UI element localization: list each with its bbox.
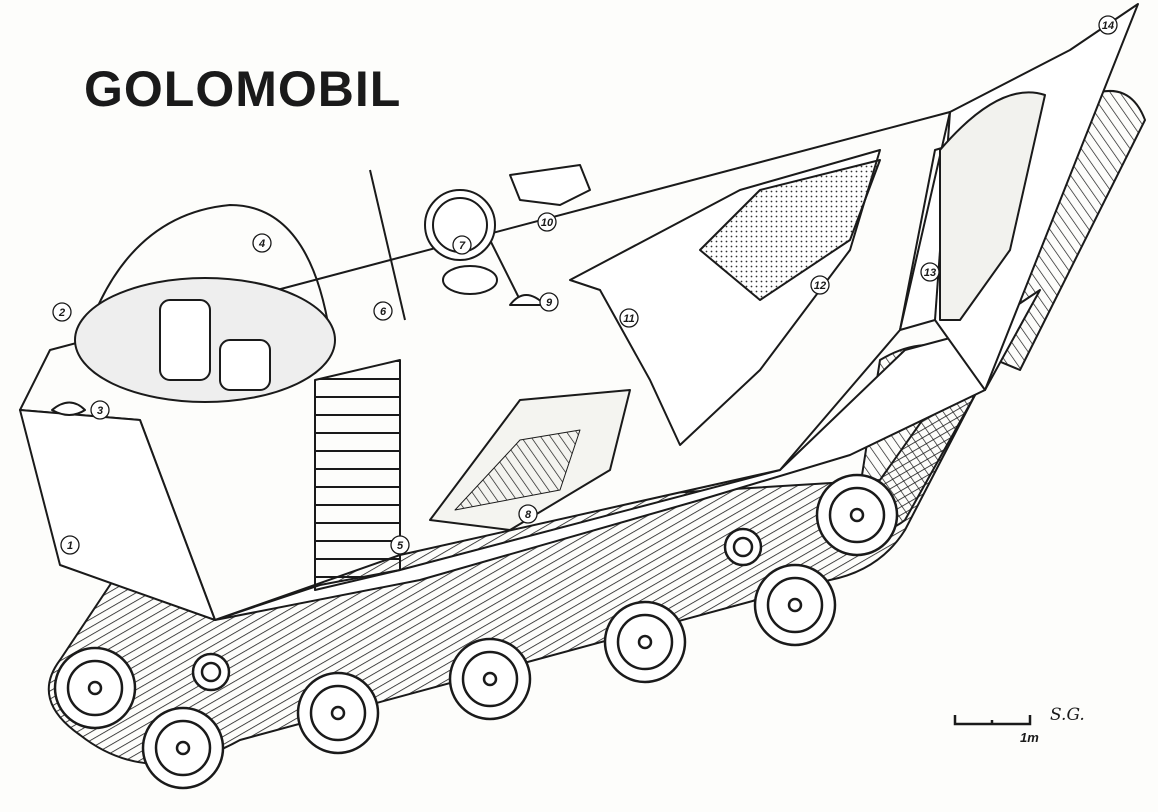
callout-7: 7 bbox=[452, 235, 472, 255]
callout-5: 5 bbox=[390, 535, 410, 555]
svg-text:5: 5 bbox=[397, 540, 404, 552]
callout-6: 6 bbox=[373, 301, 393, 321]
staircase bbox=[314, 359, 401, 591]
callout-1: 1 bbox=[60, 535, 80, 555]
road-wheels bbox=[53, 473, 899, 790]
callout-9: 9 bbox=[539, 292, 559, 312]
road-wheel bbox=[753, 563, 837, 647]
svg-text:6: 6 bbox=[380, 306, 387, 318]
svg-text:4: 4 bbox=[258, 238, 265, 250]
road-wheel bbox=[53, 646, 137, 730]
road-wheel bbox=[296, 671, 380, 755]
svg-text:3: 3 bbox=[97, 405, 103, 417]
signature: S.G. bbox=[1050, 705, 1085, 725]
road-wheel bbox=[141, 706, 225, 790]
callout-10: 10 bbox=[537, 212, 557, 232]
return-roller bbox=[191, 652, 231, 692]
callout-3: 3 bbox=[90, 400, 110, 420]
callout-12: 12 bbox=[810, 275, 830, 295]
svg-text:7: 7 bbox=[459, 240, 466, 252]
svg-text:9: 9 bbox=[546, 297, 553, 309]
road-wheel bbox=[815, 473, 899, 557]
diagram-title: GOLOMOBIL bbox=[84, 61, 402, 117]
svg-text:1: 1 bbox=[67, 540, 73, 552]
svg-text:8: 8 bbox=[525, 509, 532, 521]
callout-14: 14 bbox=[1098, 15, 1118, 35]
scale-bar: 1m S.G. bbox=[953, 705, 1085, 745]
scale-label: 1m bbox=[1020, 730, 1039, 745]
rear-cutaway bbox=[939, 91, 1046, 321]
callout-13: 13 bbox=[920, 262, 940, 282]
svg-text:11: 11 bbox=[623, 313, 634, 325]
return-roller bbox=[723, 527, 763, 567]
svg-text:12: 12 bbox=[814, 280, 826, 292]
callout-8: 8 bbox=[518, 504, 538, 524]
callout-2: 2 bbox=[52, 302, 72, 322]
road-wheel bbox=[603, 600, 687, 684]
road-wheel bbox=[448, 637, 532, 721]
callout-4: 4 bbox=[252, 233, 272, 253]
svg-text:14: 14 bbox=[1102, 20, 1114, 32]
cockpit-dome bbox=[79, 204, 331, 356]
svg-text:13: 13 bbox=[924, 267, 936, 279]
callout-11: 11 bbox=[619, 308, 639, 328]
svg-text:10: 10 bbox=[541, 217, 554, 229]
antenna bbox=[369, 169, 406, 321]
svg-text:2: 2 bbox=[58, 307, 65, 319]
